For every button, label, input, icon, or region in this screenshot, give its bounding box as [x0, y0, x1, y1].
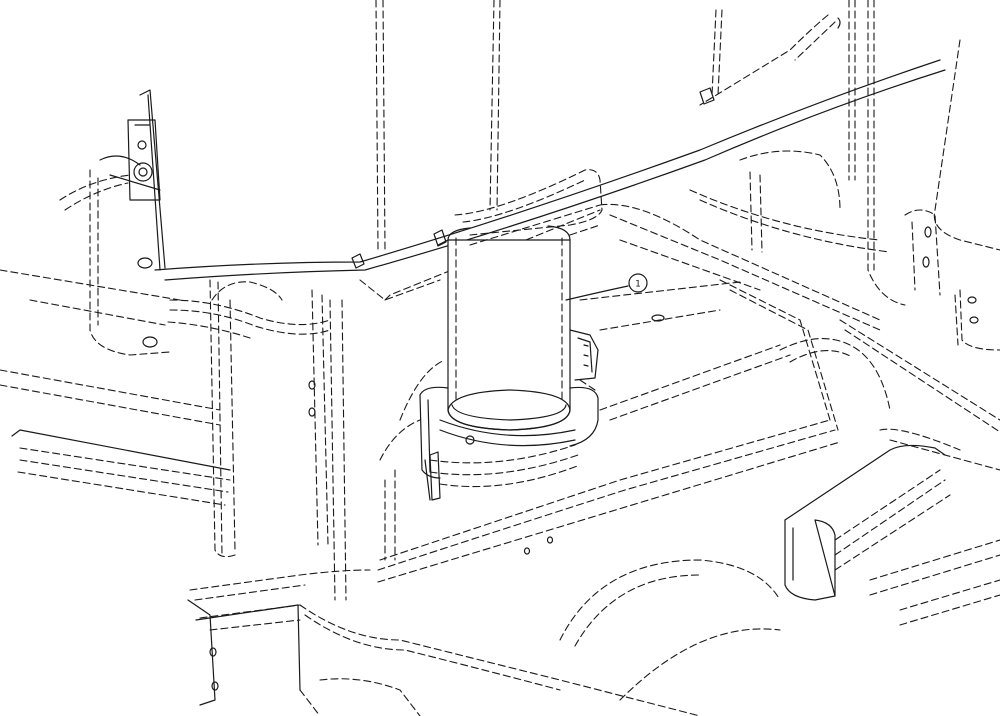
callout-1-label: 1: [635, 280, 641, 290]
right-box-member: [784, 319, 1000, 626]
right-upper-bracket: [689, 150, 1000, 351]
cylinder-part: [447, 225, 571, 431]
left-hinge-bracket: [59, 89, 171, 356]
upper-saddle-mount: [351, 87, 715, 269]
left-support-column: [167, 279, 347, 601]
frame-rails-left: [0, 269, 231, 506]
floor-pan: [377, 203, 891, 701]
callout-1-bubble: [628, 273, 648, 293]
dash-panel-sweep: [154, 14, 946, 301]
background-columns: [375, 0, 1000, 306]
lower-clamp-housing: [419, 329, 599, 501]
callout-1: 1: [565, 273, 648, 301]
left-cross-member: [187, 359, 701, 716]
